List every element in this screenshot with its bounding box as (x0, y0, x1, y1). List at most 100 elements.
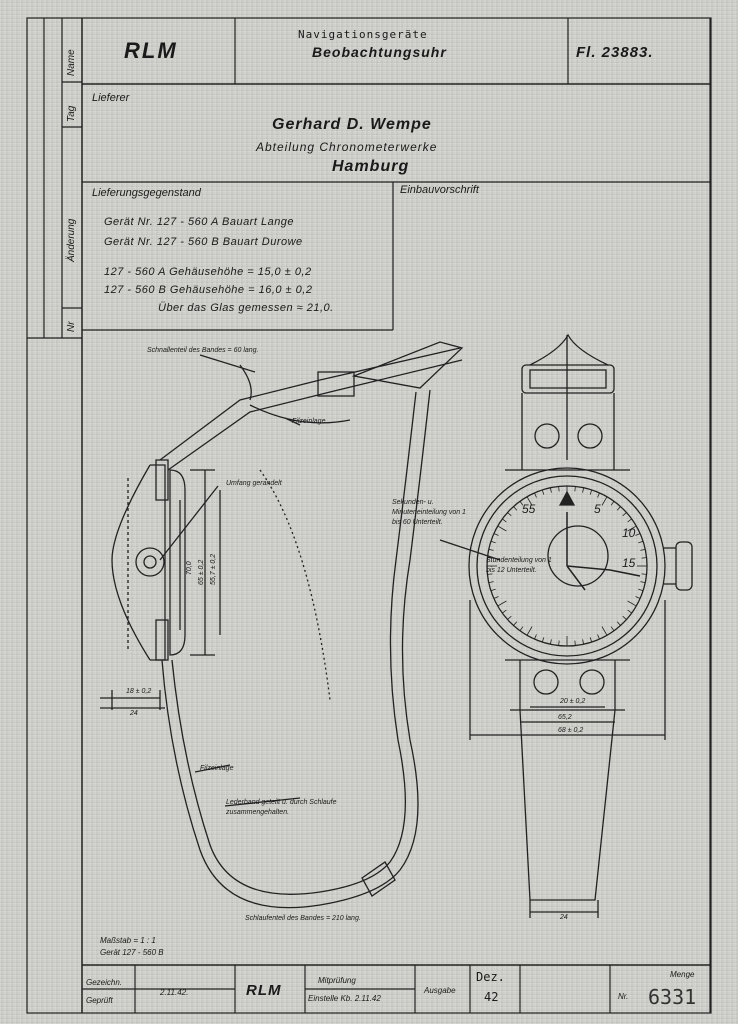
dial-tick (497, 525, 507, 532)
delivery-line: 127 - 560 A Gehäusehöhe = 15,0 ± 0,2 (104, 266, 312, 278)
dial-tick (526, 626, 533, 636)
dez-number: 42 (484, 990, 499, 1004)
dial-tick (582, 639, 585, 645)
annotation-felt: Filzeinlage (292, 418, 326, 425)
dial-tick (635, 596, 641, 599)
drawing-date: 2.11.42. (160, 988, 189, 997)
dial-tick (507, 615, 512, 620)
dial-tick (534, 492, 537, 498)
dial-tick (641, 557, 647, 559)
scale-label: Maßstab = 1 : 1 (100, 936, 156, 945)
annotation-knurled: Umfang gerandelt (226, 480, 282, 487)
dial-tick (601, 496, 608, 506)
dial-tick (541, 637, 545, 643)
delivery-line: Gerät Nr. 127 - 560 A Bauart Lange (104, 216, 295, 228)
dimension: 65 ± 0,2 (198, 559, 205, 585)
mitpruefung-label: Mitprüfung (318, 976, 356, 985)
dimension: 24 (560, 914, 568, 921)
dial-tick (627, 609, 632, 614)
dial-tick (488, 581, 494, 584)
dial-tick (541, 489, 545, 495)
dial-tick (526, 496, 533, 506)
delivery-line: 127 - 560 B Gehäusehöhe = 16,0 ± 0,2 (104, 284, 313, 296)
dial-tick (497, 600, 507, 607)
dial-tick (519, 626, 524, 631)
dial-tick (493, 596, 499, 599)
dial-tick (534, 634, 537, 640)
dial-tick (627, 518, 632, 523)
ausgabe-label: Ausgabe (424, 986, 456, 995)
dial-tick (597, 634, 600, 640)
dial-tick (640, 548, 646, 551)
annotation-hours: Stundenteilung von 1 bis 12 Unterteilt. (486, 557, 552, 574)
dimension: 20 ± 0,2 (560, 698, 586, 705)
side-view-drawing (100, 341, 464, 909)
dial-tick (622, 512, 627, 517)
dial-tick (610, 626, 615, 631)
dial-tick (601, 626, 608, 636)
dimension: 18 ± 0,2 (126, 688, 152, 695)
dial-tick (513, 506, 518, 511)
annotation-strap-short: Schnallenteil des Bandes = 60 lang. (147, 347, 259, 354)
dial-tick (582, 487, 585, 493)
dial-tick (640, 581, 646, 584)
dial-tick (549, 639, 552, 645)
dial-tick (507, 512, 512, 517)
supplier-city: Hamburg (332, 158, 410, 175)
delivery-line: Über das Glas gemessen ≈ 21,0. (158, 302, 334, 314)
einstellung-label: Einstelle Kb. 2.11.42 (308, 994, 381, 1003)
dial-tick (502, 518, 507, 523)
dial-numeral: 15 (622, 556, 636, 570)
dial-tick (488, 548, 494, 551)
dial-tick (610, 501, 615, 506)
dial-tick (616, 621, 621, 626)
dial-tick (574, 486, 576, 492)
delivery-line: Gerät Nr. 127 - 560 B Bauart Durowe (104, 236, 303, 248)
supplier-company: Gerhard D. Wempe (272, 116, 432, 133)
sidebar-tag: Tag (66, 105, 77, 122)
supplier-label: Lieferer (92, 92, 130, 104)
dial-tick (490, 588, 496, 592)
dial-tick (638, 540, 644, 544)
drawn-label: Gezeichn. (86, 978, 123, 987)
dial-numeral: 55 (522, 502, 536, 516)
checked-label: Geprüft (86, 996, 113, 1005)
dial-tick (549, 487, 552, 493)
dimension: 70,0 (186, 561, 193, 575)
dial-tick (558, 640, 560, 646)
dial-tick (493, 533, 499, 536)
dial-tick (513, 621, 518, 626)
dial-tick (627, 525, 637, 532)
annotation-strap-long: Schlaufenteil des Bandes = 210 lang. (245, 915, 361, 922)
dimension: 68 ± 0,2 (558, 727, 584, 734)
dial-numeral: 10 (622, 526, 636, 540)
dimension: 24 (130, 710, 138, 717)
dial-tick (627, 600, 637, 607)
install-label: Einbauvorschrift (400, 184, 479, 196)
sheet-number: 6331 (648, 985, 697, 1009)
sidebar-nr: Nr (66, 321, 77, 332)
dial-tick (502, 609, 507, 614)
sidebar-name: Name (66, 49, 77, 76)
dimension: 55,7 ± 0,2 (210, 553, 217, 585)
dial-tick (574, 640, 576, 646)
front-view-drawing (439, 333, 693, 918)
dial-tick (622, 615, 627, 620)
dial-tick (597, 492, 600, 498)
dial-tick (616, 506, 621, 511)
dez-label: Dez. (476, 970, 505, 984)
annotation-felt: Filzeinlage (200, 765, 234, 772)
drawing-number: Fl. 23883. (576, 44, 654, 61)
dial-numeral: 5 (594, 502, 601, 516)
header-authority: RLM (124, 38, 178, 63)
annotation-seconds: Sekunden- u. Minuteneinteilung von 1 bis… (392, 499, 466, 526)
dial-tick (638, 588, 644, 592)
dial-tick (589, 637, 593, 643)
dial-tick (490, 540, 496, 544)
delivery-label: Lieferungsgegenstand (92, 187, 201, 199)
annotation-leather: Lederband geteilt u. durch Schlaufe zusa… (226, 799, 337, 816)
nr-label: Nr. (618, 992, 629, 1001)
header-category: Navigationsgeräte (298, 28, 428, 41)
footer-rlm: RLM (246, 982, 282, 999)
